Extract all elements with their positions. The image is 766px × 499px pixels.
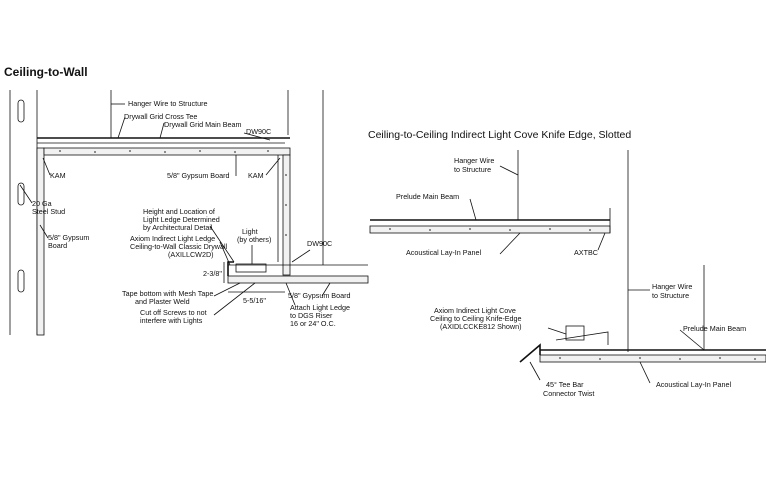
label-attach-2: to DGS Riser	[290, 311, 333, 320]
label-cut-1: Cut off Screws to not	[140, 308, 207, 317]
label-r-tee-1: 45° Tee Bar	[546, 380, 584, 389]
right-detail-drawing	[369, 150, 766, 384]
light-cove-trim	[555, 331, 609, 345]
label-r-hanger-lower-1: Hanger Wire	[652, 282, 692, 291]
label-tape-1: Tape bottom with Mesh Tape	[122, 289, 213, 298]
light-ledge	[227, 261, 234, 276]
label-main-beam: Drywall Grid Main Beam	[164, 120, 241, 129]
leader-hanger-upper	[499, 165, 519, 176]
leader-wall-gypsum	[39, 224, 49, 239]
stud-slot-3	[17, 269, 25, 293]
label-r-axtbc: AXTBC	[574, 248, 598, 257]
leader-kam-left	[42, 157, 51, 176]
label-gypsum-bottom: 5/8" Gypsum Board	[288, 291, 350, 300]
label-dim-height: 2-3/8"	[203, 269, 222, 278]
label-cross-tee: Drywall Grid Cross Tee	[124, 112, 197, 121]
panel-dots	[389, 228, 756, 360]
label-cut-2: interfere with Lights	[140, 316, 203, 325]
leader-gypsum-bottom	[321, 282, 331, 297]
label-r-axiom-3: (AXIDLCCKE812 Shown)	[440, 322, 522, 331]
leader-kam-right	[265, 157, 281, 176]
label-kam-left: KAM	[50, 171, 66, 180]
label-dw90c-top: DW90C	[246, 127, 271, 136]
label-r-hanger-2: to Structure	[454, 165, 491, 174]
lower-gypsum-board	[227, 275, 369, 284]
label-r-axiom-1: Axiom Indirect Light Cove	[434, 306, 516, 315]
label-dim-width: 5-5/16"	[243, 296, 266, 305]
leader-dw90c-top	[243, 132, 271, 141]
right-detail-labels: Hanger Wire to Structure Prelude Main Be…	[396, 156, 746, 398]
leader-axtbc	[597, 232, 606, 251]
leader-attach	[285, 282, 296, 306]
leader-dw90c-bottom	[291, 249, 311, 263]
left-detail-drawing	[9, 90, 369, 336]
label-r-prelude-top: Prelude Main Beam	[396, 192, 459, 201]
label-ledge-2: Light Ledge Determined	[143, 215, 220, 224]
screw-dots	[59, 150, 287, 236]
light-cove-fixture	[565, 325, 585, 341]
knife-edge	[519, 343, 541, 363]
label-attach-1: Attach Light Ledge	[290, 303, 350, 312]
leader-axiom-cove	[547, 327, 567, 335]
label-light-1: Light	[242, 227, 258, 236]
left-detail-title: Ceiling-to-Wall	[4, 65, 88, 79]
label-tape-2: and Plaster Weld	[135, 297, 190, 306]
label-axiom-3: (AXILLCW2D)	[168, 250, 214, 259]
label-gypsum-top: 5/8" Gypsum Board	[167, 171, 229, 180]
label-r-prelude-bottom: Prelude Main Beam	[683, 324, 746, 333]
soffit-gypsum-board	[282, 154, 291, 276]
label-r-acoustical-bottom: Acoustical Lay-In Panel	[656, 380, 732, 389]
label-attach-3: 16 or 24" O.C.	[290, 319, 336, 328]
left-detail-labels: Hanger Wire to Structure Drywall Grid Cr…	[32, 99, 350, 328]
label-wall-gypsum-2: Board	[48, 241, 67, 250]
label-kam-right: KAM	[248, 171, 264, 180]
stud-slot-1	[17, 99, 25, 123]
label-wall-gypsum-1: 5/8" Gypsum	[48, 233, 89, 242]
label-r-hanger-1: Hanger Wire	[454, 156, 494, 165]
leader-cross-tee	[117, 116, 126, 139]
acoustical-panel-upper	[369, 225, 611, 234]
label-ledge-3: by Architectural Detail	[143, 223, 213, 232]
label-axiom-2: Ceiling-to-Wall Classic Drywall	[130, 242, 228, 251]
leader-axiom	[219, 241, 231, 266]
leader-cut	[213, 282, 256, 316]
light-fixture	[235, 263, 267, 273]
leader-tape	[213, 282, 241, 297]
label-r-acoustical-top: Acoustical Lay-In Panel	[406, 248, 482, 257]
acoustical-panel-lower	[539, 354, 766, 363]
leader-prelude-upper	[469, 198, 477, 221]
stud-slot-2	[17, 182, 25, 206]
right-detail-title: Ceiling-to-Ceiling Indirect Light Cove K…	[368, 129, 631, 141]
leader-tee	[529, 361, 541, 381]
leader-prelude-lower	[679, 329, 705, 351]
label-stud-2: Steel Stud	[32, 207, 65, 216]
wall-gypsum-board	[36, 147, 45, 336]
label-r-tee-2: Connector Twist	[543, 389, 594, 398]
leader-ledge	[209, 225, 235, 263]
label-stud-1: 20 Ga	[32, 199, 52, 208]
label-dw90c-bottom: DW90C	[307, 239, 332, 248]
label-hanger-wire: Hanger Wire to Structure	[128, 99, 208, 108]
leader-main-beam	[159, 122, 165, 139]
label-axiom-1: Axiom Indirect Light Ledge	[130, 234, 215, 243]
label-light-2: (by others)	[237, 235, 271, 244]
ceiling-gypsum-board	[43, 147, 291, 156]
leader-stud	[19, 184, 33, 204]
leader-acoustical-lower	[639, 361, 651, 384]
leader-acoustical-upper	[499, 232, 521, 255]
label-r-axiom-2: Ceiling to Ceiling Knife-Edge	[430, 314, 522, 323]
label-ledge-1: Height and Location of	[143, 207, 215, 216]
label-r-hanger-lower-2: to Structure	[652, 291, 689, 300]
